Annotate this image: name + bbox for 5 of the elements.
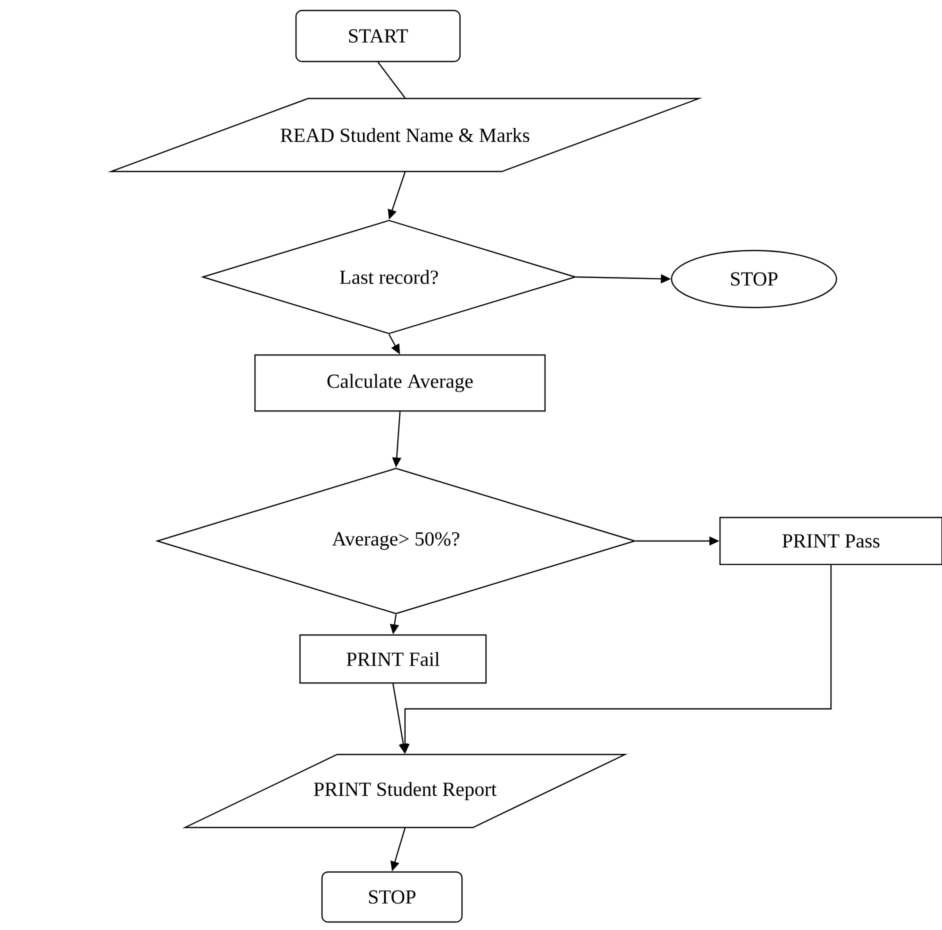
terminal-box: STOP bbox=[321, 871, 463, 923]
process-box: PRINT Fail bbox=[299, 634, 487, 684]
process-box: PRINT Pass bbox=[719, 516, 942, 566]
process-box: Calculate Average bbox=[254, 354, 546, 412]
terminal-box: START bbox=[295, 10, 461, 62]
